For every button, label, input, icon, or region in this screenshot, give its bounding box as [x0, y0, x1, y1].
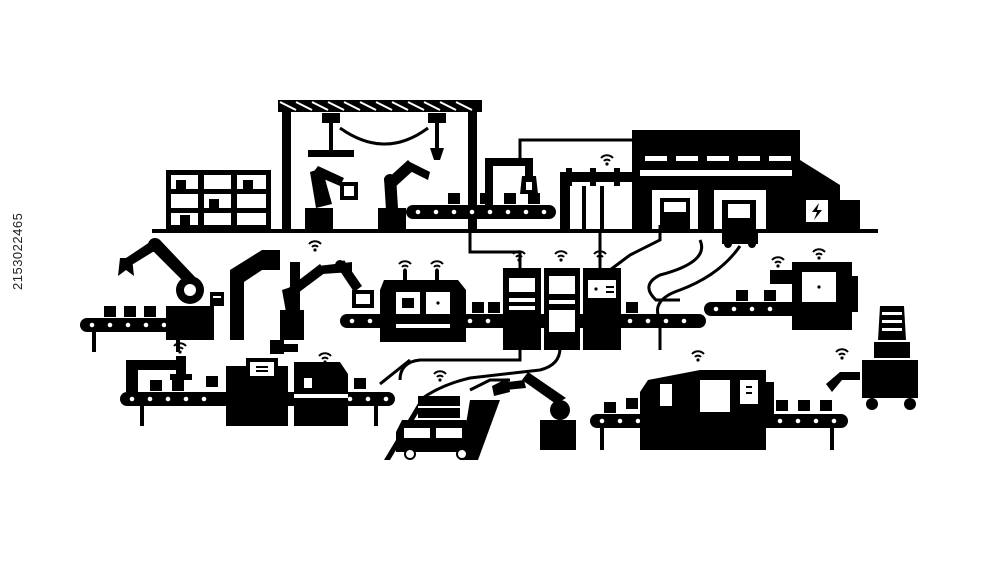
- top-floor-line: [152, 229, 878, 233]
- overhead-gripper-icon: [485, 158, 538, 205]
- factory-building-icon: [632, 130, 860, 229]
- network-connection-lines: [379, 138, 742, 402]
- robotic-arm-icon: [118, 238, 224, 340]
- robotic-arm-icon: [305, 166, 358, 229]
- robotic-arm-icon: [378, 160, 430, 229]
- gantry-crane-icon: [278, 100, 482, 229]
- stock-image-id: 2153022465: [10, 212, 25, 290]
- delivery-truck-icon: [722, 229, 758, 248]
- cnc-machine-icon: [770, 248, 858, 330]
- press-machine-icon: [126, 342, 192, 392]
- cnc-machine-icon: [294, 352, 348, 426]
- robotic-arm-icon: [492, 372, 576, 450]
- control-panel-icon: [503, 250, 621, 350]
- cnc-machine-icon: [226, 340, 288, 426]
- robotic-arm-icon: [278, 240, 374, 352]
- forklift-icon: [826, 306, 918, 410]
- pipeline-icon: [560, 154, 632, 229]
- cnc-machine-icon: [380, 260, 466, 342]
- delivery-truck-icon: [384, 370, 500, 460]
- cnc-machine-icon: [640, 350, 774, 450]
- warehouse-shelving-icon: [166, 170, 271, 229]
- conveyor-belt-icon: [406, 193, 556, 219]
- conveyor-belt-icon: [704, 290, 798, 316]
